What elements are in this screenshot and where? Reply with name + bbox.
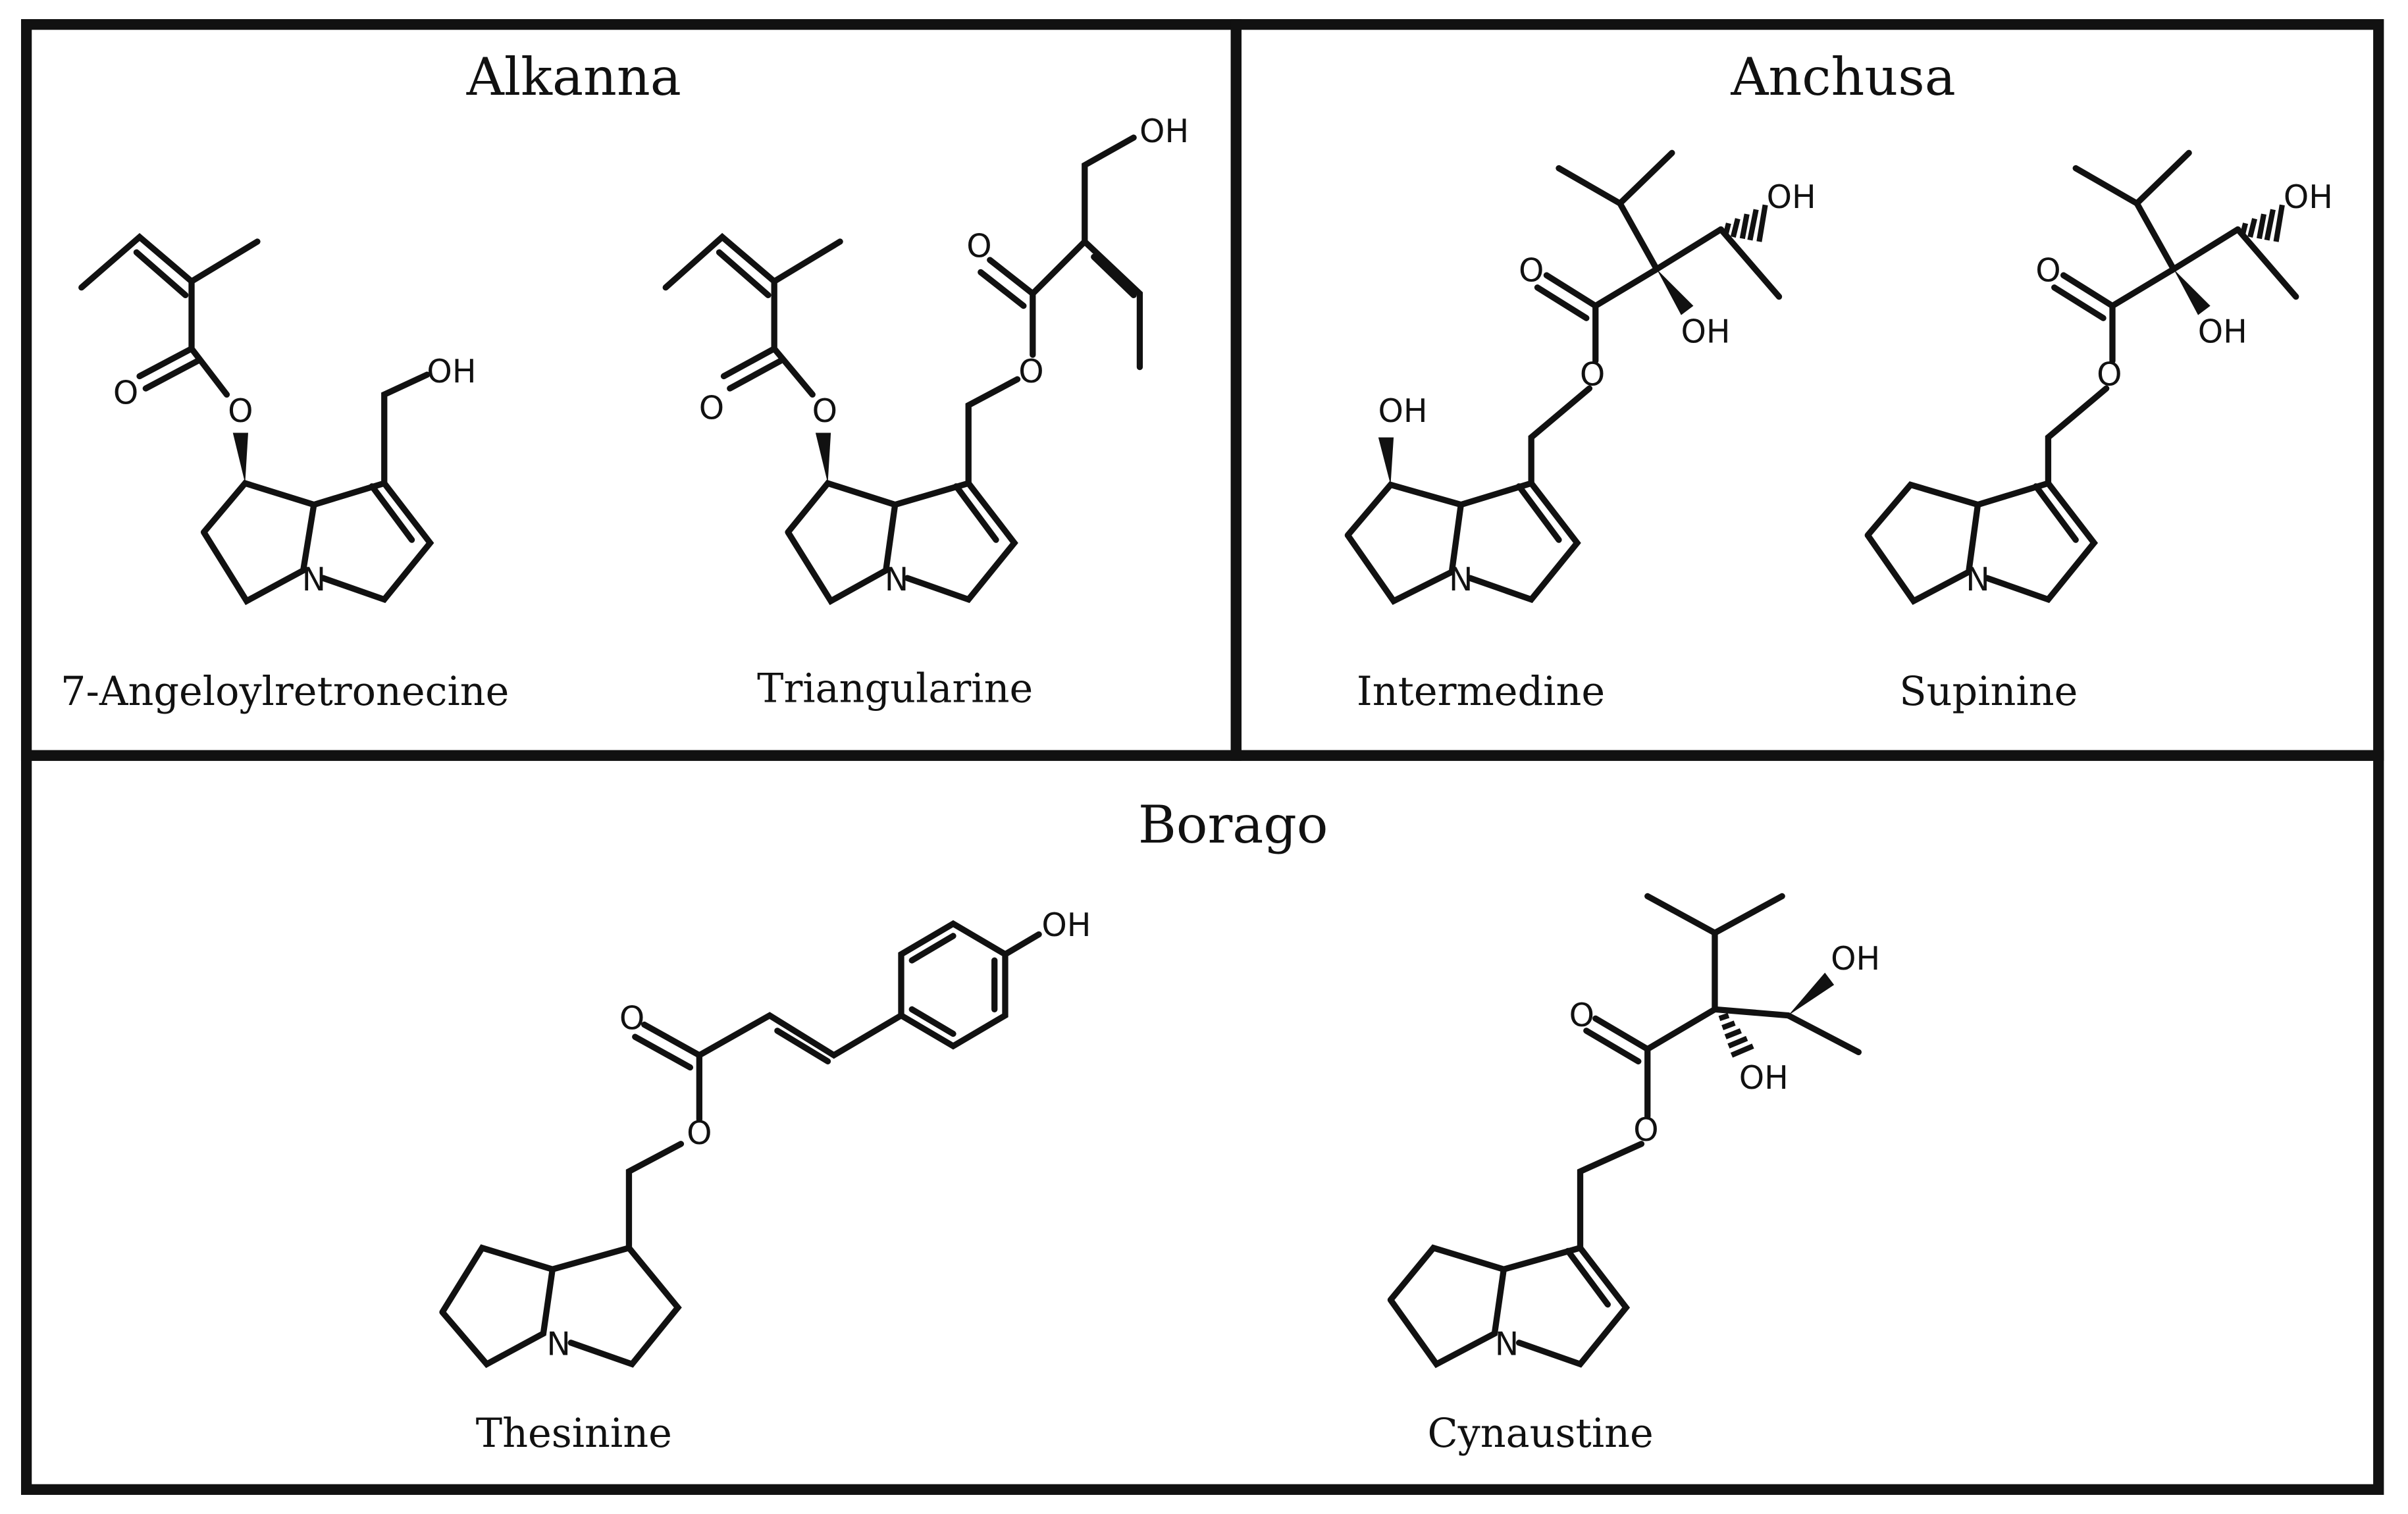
compound-name-cynaustine: Cynaustine [1427,1411,1653,1457]
atom-label-oh: OH [1139,113,1189,150]
atom-label-n: N [885,561,908,598]
atom-label-n: N [1495,1325,1519,1363]
atom-label-o: O [687,1114,712,1152]
structure-thesinine: O O OH N [439,906,1091,1369]
atom-label-o: O [1580,355,1605,393]
hash-bond [1723,204,1768,242]
atom-label-o: O [1018,353,1043,390]
atom-label-n: N [302,561,326,598]
panel-title-borago: Borago [1138,795,1328,855]
atom-label-oh: OH [427,353,476,390]
atom-label-o: O [966,227,991,265]
structure-supinine: O O OH OH N [1864,149,2333,606]
hash-bond [1718,1012,1754,1058]
atom-label-o: O [2097,355,2122,393]
hash-bond [2239,204,2285,242]
compound-name-triangularine: Triangularine [757,666,1033,712]
compound-name-thesinine: Thesinine [476,1411,672,1457]
atom-label-o: O [619,1000,644,1037]
atom-label-oh: OH [1767,178,1816,216]
atom-label-n: N [1449,561,1473,598]
atom-label-n: N [1966,561,1989,598]
structure-cynaustine: O O OH OH N [1387,893,1880,1369]
panel-frame-borago [20,750,2384,1495]
structure-angeloylretronecine: O O OH N [78,232,477,606]
panel-frame-alkanna [20,19,1242,761]
atom-label-o: O [228,392,253,430]
atom-label-oh: OH [1831,940,1880,978]
atom-label-o: O [812,392,837,430]
atom-label-oh: OH [1378,392,1427,430]
structure-intermedine: O O OH OH OH N [1344,149,1816,605]
compound-name-angeloylretronecine: 7-Angeloylretronecine [61,669,509,715]
atom-label-oh: OH [1041,906,1091,944]
atom-label-n: N [546,1325,570,1363]
atom-label-o: O [699,390,724,427]
atom-label-o: O [1633,1111,1658,1149]
atom-label-oh: OH [1739,1059,1789,1097]
panel-frame-anchusa [1230,19,2384,761]
atom-label-o: O [1569,997,1594,1034]
atom-label-oh: OH [2198,313,2247,350]
panel-title-alkanna: Alkanna [466,47,681,107]
compound-name-intermedine: Intermedine [1357,669,1605,715]
compound-name-supinine: Supinine [1899,669,2078,715]
atom-label-o: O [1519,251,1544,289]
panel-title-anchusa: Anchusa [1730,47,1955,107]
atom-label-oh: OH [1681,313,1730,350]
atom-label-o: O [2035,251,2060,289]
atom-label-oh: OH [2284,178,2333,216]
atom-label-o: O [113,374,138,411]
structure-triangularine: O O O O OH N [662,113,1189,606]
